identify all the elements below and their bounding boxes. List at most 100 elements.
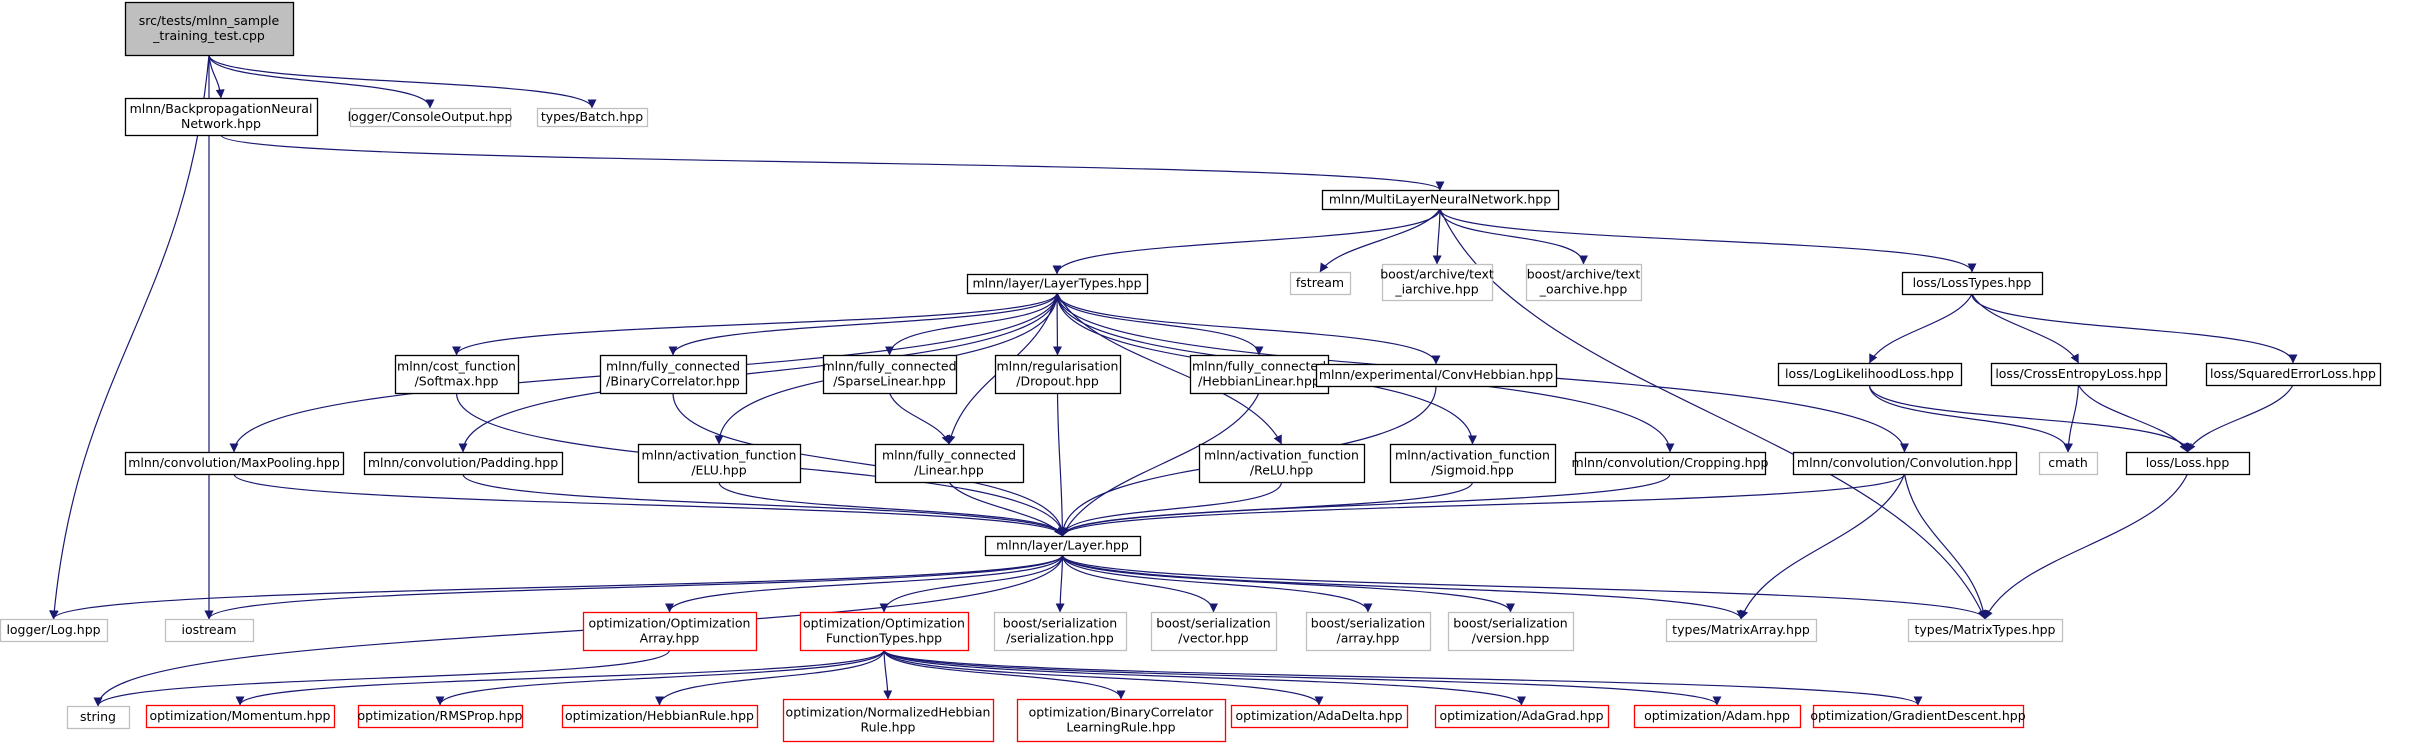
node-sparselin[interactable]: mlnn/fully_connected/SparseLinear.hpp	[822, 354, 958, 395]
node-label: /Softmax.hpp	[415, 374, 499, 389]
node-mlnn[interactable]: mlnn/MultiLayerNeuralNetwork.hpp	[1321, 189, 1560, 211]
node-label: logger/ConsoleOutput.hpp	[348, 109, 513, 124]
node-adam[interactable]: optimization/Adam.hpp	[1633, 704, 1802, 729]
node-linear[interactable]: mlnn/fully_connected/Linear.hpp	[874, 443, 1025, 484]
edge-root-to-console	[208, 54, 435, 109]
node-bincorrlr[interactable]: optimization/BinaryCorrelatorLearningRul…	[1016, 698, 1227, 743]
node-box	[1633, 704, 1802, 729]
edge-optfunc-to-adagrad	[883, 649, 1526, 706]
node-label: mlnn/layer/Layer.hpp	[996, 538, 1129, 553]
node-maxpool[interactable]: mlnn/convolution/MaxPooling.hpp	[124, 451, 345, 476]
node-box	[357, 704, 524, 729]
node-box	[2038, 451, 2099, 476]
edge-root-to-batch	[208, 54, 597, 109]
node-graddesc[interactable]: optimization/GradientDescent.hpp	[1810, 704, 2026, 729]
node-bincorr[interactable]: mlnn/fully_connected/BinaryCorrelator.hp…	[599, 354, 748, 395]
node-layer[interactable]: mlnn/layer/Layer.hpp	[984, 535, 1142, 557]
node-label: mlnn/cost_function	[397, 359, 516, 374]
node-label: boost/serialization	[1453, 616, 1567, 631]
node-softmax[interactable]: mlnn/cost_function/Softmax.hpp	[394, 354, 520, 395]
node-elu[interactable]: mlnn/activation_function/ELU.hpp	[637, 443, 802, 484]
node-label: Rule.hpp	[861, 720, 916, 735]
node-sqerr[interactable]: loss/SquaredErrorLoss.hpp	[2205, 362, 2382, 387]
node-label: /Dropout.hpp	[1016, 374, 1099, 389]
node-loss[interactable]: loss/Loss.hpp	[2125, 451, 2251, 476]
node-convhebb[interactable]: mlnn/experimental/ConvHebbian.hpp	[1315, 363, 1558, 388]
node-loglik[interactable]: loss/LogLikelihoodLoss.hpp	[1777, 362, 1963, 387]
node-convolution[interactable]: mlnn/convolution/Convolution.hpp	[1792, 451, 2018, 476]
node-label: boost/serialization	[1003, 616, 1117, 631]
edge-linear-to-layer	[948, 481, 1063, 537]
edge-root-to-bpnn	[208, 54, 225, 99]
edge-padding-to-layer	[462, 473, 1067, 537]
node-label: iostream	[182, 622, 237, 637]
node-optfunc[interactable]: optimization/OptimizationFunctionTypes.h…	[799, 611, 970, 652]
node-cmath: cmath	[2038, 451, 2099, 476]
node-label: optimization/Momentum.hpp	[150, 708, 331, 723]
node-box	[1289, 271, 1352, 296]
edge-convolution-to-matrixtypes	[1903, 473, 1988, 620]
node-label: /HebbianLinear.hpp	[1198, 374, 1320, 389]
node-label: fstream	[1296, 275, 1344, 290]
edge-layer-to-optfunc	[879, 554, 1064, 613]
node-label: LearningRule.hpp	[1066, 720, 1175, 735]
node-matrixtypes: types/MatrixTypes.hpp	[1907, 618, 2064, 643]
node-box	[1525, 263, 1643, 302]
node-rmsprop[interactable]: optimization/RMSProp.hpp	[357, 704, 524, 729]
node-momentum[interactable]: optimization/Momentum.hpp	[145, 704, 336, 729]
node-label: loss/CrossEntropyLoss.hpp	[1995, 366, 2161, 381]
node-label: loss/LogLikelihoodLoss.hpp	[1785, 366, 1954, 381]
node-label: /Sigmoid.hpp	[1431, 463, 1514, 478]
node-box	[349, 107, 512, 128]
node-box	[2205, 362, 2382, 387]
node-label: optimization/NormalizedHebbian	[786, 705, 991, 720]
node-iostream: iostream	[164, 618, 255, 643]
node-adagrad[interactable]: optimization/AdaGrad.hpp	[1434, 704, 1610, 729]
node-label: optimization/GradientDescent.hpp	[1810, 708, 2025, 723]
node-label: optimization/RMSProp.hpp	[358, 708, 523, 723]
node-label: /vector.hpp	[1178, 631, 1249, 646]
node-sigmoid[interactable]: mlnn/activation_function/Sigmoid.hpp	[1389, 443, 1557, 484]
node-vector: boost/serialization/vector.hpp	[1150, 611, 1278, 652]
node-box	[1777, 362, 1963, 387]
node-adadelta[interactable]: optimization/AdaDelta.hpp	[1230, 704, 1409, 729]
node-label: mlnn/experimental/ConvHebbian.hpp	[1319, 367, 1553, 382]
node-label: /Linear.hpp	[914, 463, 984, 478]
node-padding[interactable]: mlnn/convolution/Padding.hpp	[363, 451, 564, 476]
node-box	[561, 704, 759, 729]
edge-layertypes-to-padding	[458, 292, 1058, 453]
node-box	[782, 698, 995, 743]
node-relu[interactable]: mlnn/activation_function/ReLU.hpp	[1198, 443, 1366, 484]
node-label: boost/serialization	[1156, 616, 1270, 631]
node-hebblin[interactable]: mlnn/fully_connected/HebbianLinear.hpp	[1189, 354, 1330, 395]
edge-losstypes-to-sqerr	[1971, 293, 2298, 364]
node-log: logger/Log.hpp	[0, 618, 109, 643]
node-crossent[interactable]: loss/CrossEntropyLoss.hpp	[1990, 362, 2168, 387]
node-cropping[interactable]: mlnn/convolution/Cropping.hpp	[1572, 451, 1769, 476]
edge-cropping-to-layer	[1058, 473, 1671, 537]
edge-maxpool-to-layer	[233, 473, 1067, 537]
edge-crossent-to-cmath	[2063, 384, 2080, 453]
edge-layer-to-vector	[1061, 554, 1218, 613]
edge-root-to-log	[49, 54, 210, 620]
edge-optfunc-to-normhebb	[883, 649, 893, 700]
node-label: mlnn/convolution/MaxPooling.hpp	[128, 455, 340, 470]
node-layertypes[interactable]: mlnn/layer/LayerTypes.hpp	[966, 273, 1149, 295]
node-label: /serialization.hpp	[1006, 631, 1114, 646]
edge-layer-to-iostream	[204, 554, 1064, 620]
node-dropout[interactable]: mlnn/regularisation/Dropout.hpp	[994, 354, 1122, 395]
edge-elu-to-layer	[718, 481, 1067, 537]
node-label: boost/archive/text	[1380, 267, 1494, 282]
node-box	[1150, 611, 1278, 652]
node-hebbrule[interactable]: optimization/HebbianRule.hpp	[561, 704, 759, 729]
node-losstypes[interactable]: loss/LossTypes.hpp	[1901, 271, 2044, 296]
edge-convolution-to-matrixarray	[1739, 473, 1906, 620]
node-box	[536, 107, 649, 128]
node-label: types/Batch.hpp	[541, 109, 643, 124]
node-box	[1907, 618, 2064, 643]
node-root[interactable]: src/tests/mlnn_sample_training_test.cpp	[124, 1, 295, 57]
